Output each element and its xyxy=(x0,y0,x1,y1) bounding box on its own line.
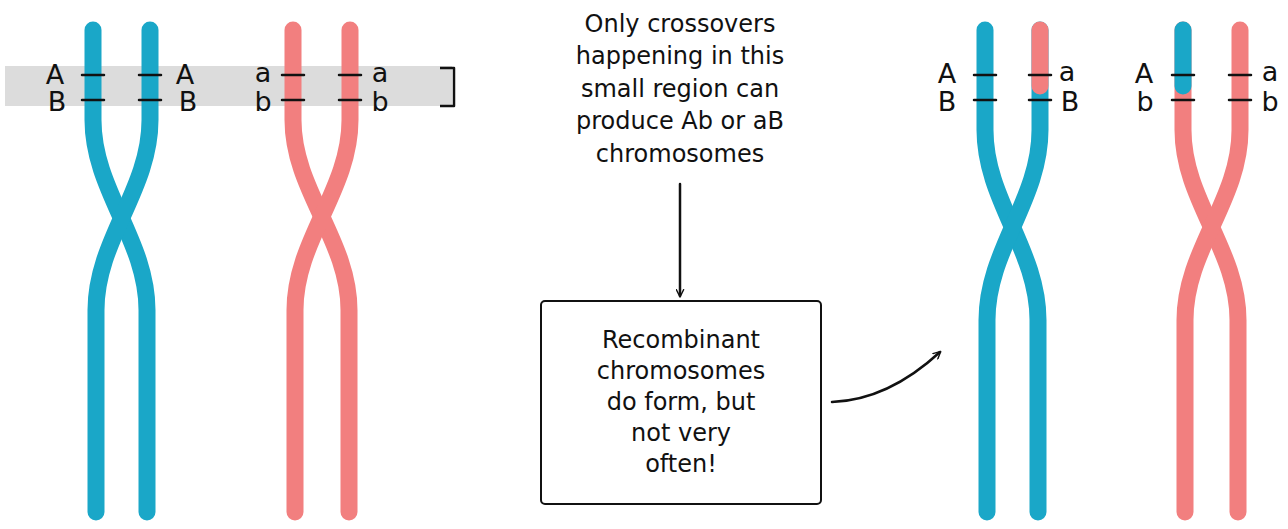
gene-label: B xyxy=(48,88,67,115)
region-bracket xyxy=(440,68,454,106)
pointer-arrow xyxy=(832,352,940,402)
pointer-arrow xyxy=(679,184,682,296)
recombinant-segment xyxy=(1175,30,1192,86)
chromatid xyxy=(1185,30,1240,512)
gene-label: a xyxy=(1059,58,1076,85)
gene-label: b xyxy=(254,88,271,115)
chromatid xyxy=(987,30,1040,512)
box-text: Recombinant chromosomes do form, but not… xyxy=(594,325,769,481)
note-box: Recombinant chromosomes do form, but not… xyxy=(540,300,822,505)
gene-label: A xyxy=(46,61,64,88)
gene-label: A xyxy=(938,60,956,87)
gene-label: B xyxy=(938,88,957,115)
chromatid xyxy=(295,30,350,512)
gene-label: a xyxy=(255,59,272,86)
gene-label: B xyxy=(1061,88,1080,115)
callout-note: Only crossovers happening in this small … xyxy=(560,8,800,170)
gene-label: a xyxy=(372,59,389,86)
chromatid xyxy=(96,30,150,512)
chromatid xyxy=(293,30,349,512)
gene-label: b xyxy=(1261,88,1278,115)
gene-label: A xyxy=(176,61,194,88)
gene-label: B xyxy=(179,88,198,115)
gene-label: a xyxy=(1262,58,1279,85)
gene-label: b xyxy=(371,88,388,115)
gene-label: A xyxy=(1135,60,1153,87)
recombinant-segment xyxy=(1032,30,1049,86)
gene-label: b xyxy=(1136,88,1153,115)
